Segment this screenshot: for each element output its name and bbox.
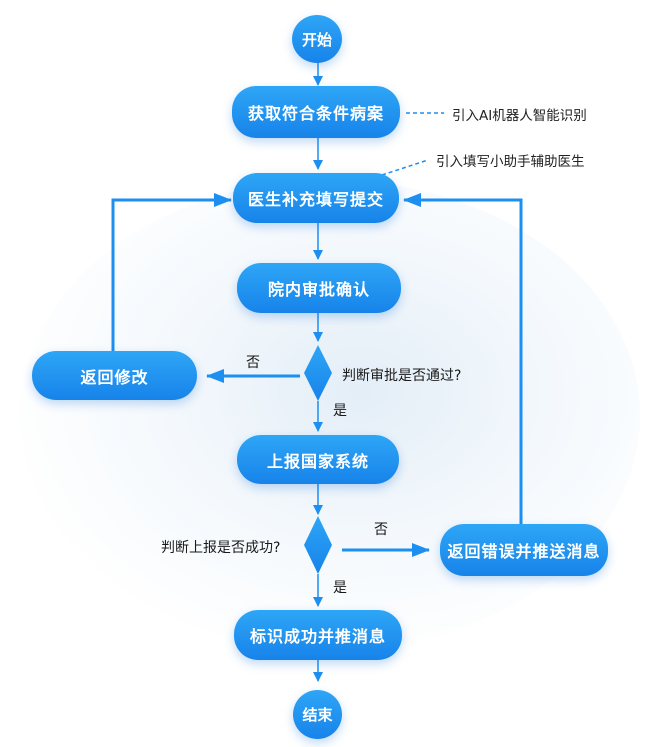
return-edit-node[interactable]: 返回修改 [32, 351, 197, 400]
fetch-cases-node[interactable]: 获取符合条件病案 [232, 86, 400, 138]
branch-yes-label-2: 是 [333, 580, 347, 596]
decision-approval-label: 判断审批是否通过? [342, 368, 462, 384]
doctor-supplement-node[interactable]: 医生补充填写提交 [233, 173, 399, 223]
branch-yes-label-1: 是 [333, 403, 347, 419]
report-national-node[interactable]: 上报国家系统 [237, 435, 399, 484]
branch-no-label-2: 否 [374, 522, 388, 538]
hospital-approval-node[interactable]: 院内审批确认 [237, 263, 401, 313]
decision-report-label: 判断上报是否成功? [161, 540, 281, 556]
mark-success-node[interactable]: 标识成功并推消息 [234, 610, 402, 660]
dashed-note-assistant [381, 159, 429, 176]
note-ai-robot: 引入AI机器人智能识别 [452, 108, 587, 124]
loop-return-edit-to-supplement [111, 193, 232, 354]
loop-return-error-to-supplement [403, 193, 523, 524]
decision-diamond-report [304, 516, 332, 574]
start-node[interactable]: 开始 [292, 15, 342, 63]
branch-no-label-1: 否 [246, 355, 260, 371]
decision-diamond-approval [304, 345, 332, 401]
return-error-node[interactable]: 返回错误并推送消息 [440, 524, 608, 576]
note-filling-assistant: 引入填写小助手辅助医生 [436, 154, 585, 170]
end-node[interactable]: 结束 [293, 690, 342, 739]
